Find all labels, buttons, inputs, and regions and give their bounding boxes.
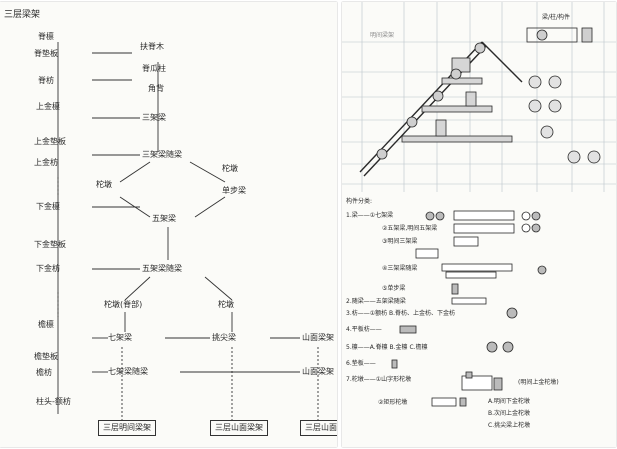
center-chain-item: 五架梁随梁 [142,264,182,273]
left-sheet-title: 三层梁架 [4,10,41,20]
top-note: 梁/柱/构件 [542,14,571,21]
branch-label: 单步梁 [222,186,246,195]
center-chain-item: 扶脊木 [140,42,164,51]
center-chain-item: 三架梁 [142,113,166,122]
branch-label: 柁墩 [96,180,112,189]
left-col-item: 下金檩 [36,202,60,211]
left-col-item: 下金枋 [36,264,60,273]
class-item: B.次间上金柁墩 [488,410,531,417]
class-item: 3.枋——①额枋 B.脊枋、上金枋、下金枋 [346,310,456,317]
left-col-item: 檐檩 [38,320,54,329]
class-item: 4.平板枋—— [346,326,382,333]
left-col-item: 下金垫板 [34,240,66,249]
class-item: 6.垫板—— [346,360,376,367]
class-item: ⑤单步梁 [382,285,406,292]
class-item: ④三架梁随梁 [382,265,418,272]
branch-label: 柁墩 [218,300,234,309]
branch-label: 山面梁架 [302,367,334,376]
right-sheet: 梁/柱/构件 明间梁架 构件分类: 1.梁——①七架梁 ②五架梁,明间五架梁 ③… [342,2,616,447]
left-col-item: 上金垫板 [34,137,66,146]
class-item: 5.檩——A.脊檩 B.金檩 C.檐檩 [346,344,428,351]
bottom-box-label: 三层山面梁架 [210,420,268,436]
left-sheet: 三层梁架 脊檩 脊垫板 脊枋 上金檩 上金垫板 上金枋 下金檩 下金垫板 下金枋… [0,2,337,447]
branch-label: 柁墩 [222,164,238,173]
class-item: (明间上金柁墩) [518,379,559,386]
branch-label: 柁墩(脊部) [104,300,143,309]
branch-label: 山面梁架 [302,333,334,342]
left-col-item: 上金枋 [34,158,58,167]
dim-left-label: 明间梁架 [370,32,395,39]
center-chain-item: 七架梁 [108,333,132,342]
left-col-item: 檐枋 [36,368,52,377]
class-item: ③明间三架梁 [382,238,418,245]
class-item: ②矩形柁墩 [378,399,408,406]
classification-title: 构件分类: [346,198,373,205]
center-chain-item: 七架梁随梁 [108,367,148,376]
left-col-item: 脊檩 [38,32,54,41]
class-item: A.明间下金柁墩 [488,398,530,405]
right-drawing [342,2,616,407]
class-item: 1.梁——①七架梁 [346,212,394,219]
branch-label: 挑尖梁 [212,333,236,342]
center-chain-item: 三架梁随梁 [142,150,182,159]
left-col-item: 柱头-额枋 [36,397,71,406]
center-chain-item: 五架梁 [152,214,176,223]
class-item: ②五架梁,明间五架梁 [382,225,438,232]
class-item: 2.随梁——五架梁随梁 [346,298,406,305]
class-item: 7.柁墩——①山字形柁墩 [346,376,412,383]
center-chain-item: 角背 [148,84,164,93]
left-col-item: 脊垫板 [34,49,58,58]
left-col-item: 上金檩 [36,102,60,111]
center-chain-item: 脊瓜柱 [142,64,166,73]
class-item: C.挑尖梁上柁墩 [488,422,531,429]
left-col-item: 脊枋 [38,76,54,85]
left-col-item: 檐垫板 [34,352,58,361]
bottom-box-label: 三层明间梁架 [98,420,156,436]
left-connector-lines [57,42,319,420]
bottom-box-label: 三层山面 [300,420,337,436]
